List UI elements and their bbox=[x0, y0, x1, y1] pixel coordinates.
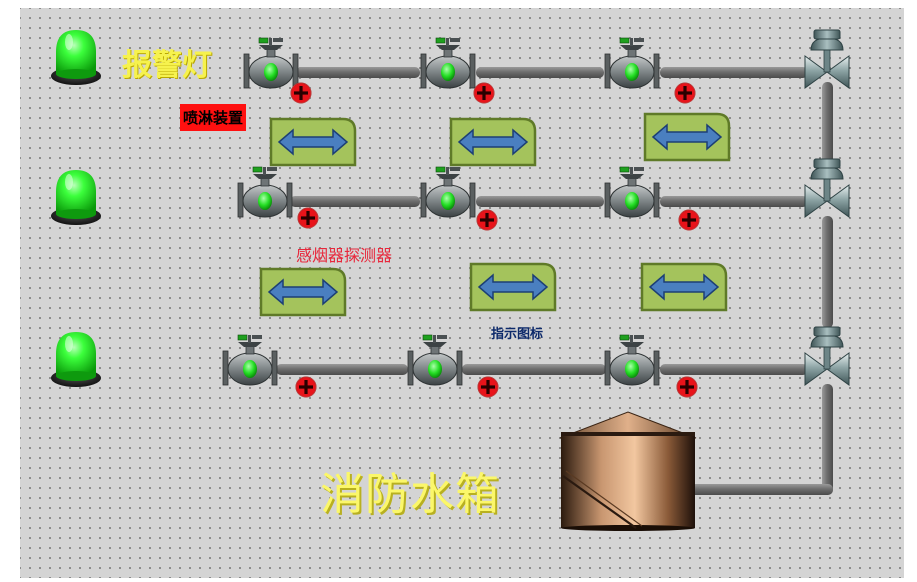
gate-valve-icon[interactable] bbox=[604, 166, 660, 218]
smoke-detector-icon[interactable] bbox=[473, 82, 495, 104]
gate-valve-icon[interactable] bbox=[222, 334, 278, 386]
gate-valve-icon[interactable] bbox=[407, 334, 463, 386]
gate-valve-icon[interactable] bbox=[420, 37, 476, 89]
indicator-icon-label: 指示图标 bbox=[491, 327, 544, 342]
globe-valve-icon[interactable] bbox=[804, 29, 850, 89]
double-arrow-icon[interactable] bbox=[643, 112, 731, 162]
double-arrow-icon[interactable] bbox=[449, 117, 537, 167]
double-arrow-icon[interactable] bbox=[259, 267, 347, 317]
scada-canvas bbox=[20, 8, 904, 578]
gate-valve-icon[interactable] bbox=[237, 166, 293, 218]
double-arrow-icon[interactable] bbox=[469, 262, 557, 312]
smoke-detector-icon[interactable] bbox=[477, 376, 499, 398]
gate-valve-icon[interactable] bbox=[420, 166, 476, 218]
smoke-detector-icon[interactable] bbox=[674, 82, 696, 104]
smoke-detector-label: 感烟器探测器 bbox=[296, 246, 393, 265]
smoke-detector-icon[interactable] bbox=[676, 376, 698, 398]
smoke-detector-icon[interactable] bbox=[297, 207, 319, 229]
fire-water-tank-label: 消防水箱 bbox=[320, 469, 500, 520]
alarm-lamp-icon[interactable] bbox=[51, 30, 101, 85]
double-arrow-icon[interactable] bbox=[640, 262, 728, 312]
gate-valves bbox=[222, 37, 660, 386]
alarm-lamp-icon[interactable] bbox=[51, 332, 101, 387]
gate-valve-icon[interactable] bbox=[243, 37, 299, 89]
gate-valve-icon[interactable] bbox=[604, 37, 660, 89]
spray-device-label: 喷淋装置 bbox=[180, 104, 247, 131]
alarm-lamp-icon[interactable] bbox=[51, 170, 101, 225]
double-arrow-icon[interactable] bbox=[269, 117, 357, 167]
smoke-detector-icon[interactable] bbox=[290, 82, 312, 104]
pipe-network bbox=[276, 67, 833, 495]
globe-valve-icon[interactable] bbox=[804, 158, 850, 218]
smoke-detector-icon[interactable] bbox=[295, 376, 317, 398]
smoke-detector-icon[interactable] bbox=[678, 209, 700, 231]
alarm-lamps bbox=[51, 30, 101, 387]
water-tank-icon[interactable] bbox=[559, 411, 697, 531]
gate-valve-icon[interactable] bbox=[604, 334, 660, 386]
alarm-light-label: 报警灯 bbox=[122, 48, 212, 83]
smoke-detector-icon[interactable] bbox=[476, 209, 498, 231]
globe-valve-icon[interactable] bbox=[804, 326, 850, 386]
